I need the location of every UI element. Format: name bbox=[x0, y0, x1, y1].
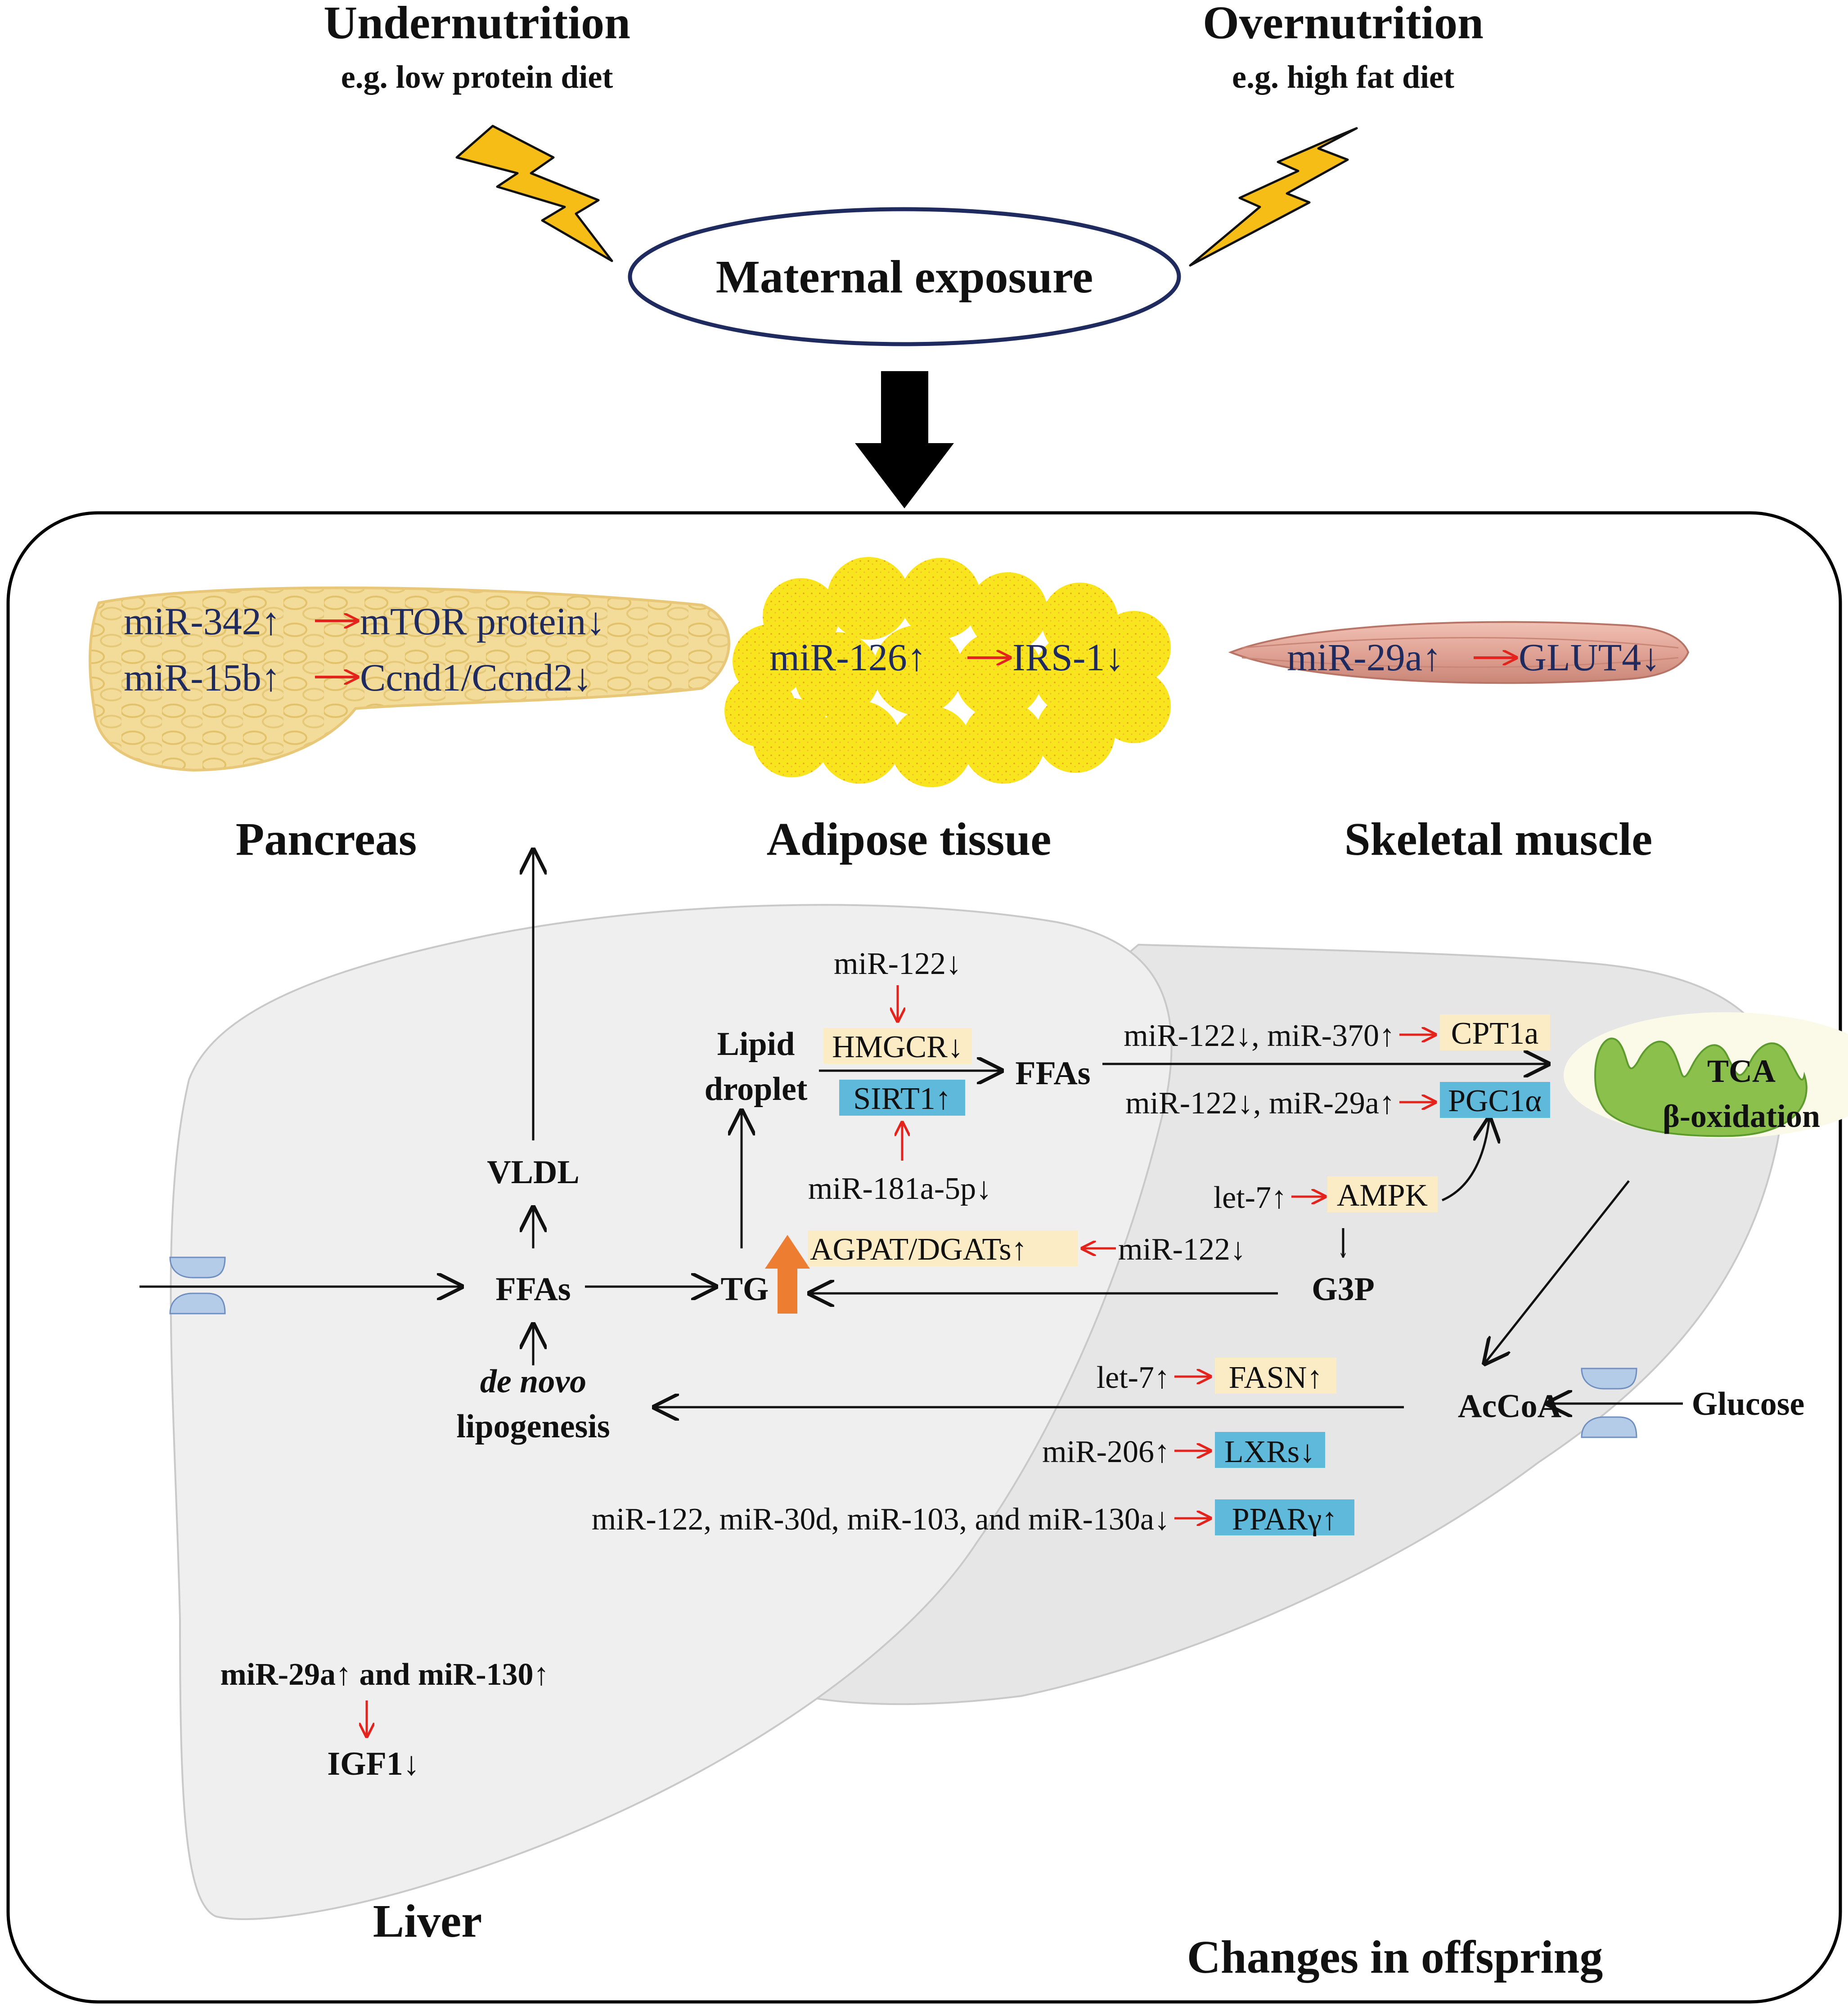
mitochondrion-icon bbox=[1564, 1012, 1848, 1138]
pancreas-mtor: mTOR protein↓ bbox=[360, 600, 605, 643]
beta-oxidation-label: β-oxidation bbox=[1663, 1098, 1820, 1134]
pancreas-mir342: miR-342↑ bbox=[124, 600, 281, 643]
offspring-changes-label: Changes in offspring bbox=[1187, 1931, 1603, 1983]
pgc1a-highlight bbox=[1440, 1082, 1550, 1118]
igf1-label: IGF1↓ bbox=[327, 1745, 420, 1782]
muscle-label: Skeletal muscle bbox=[1344, 813, 1653, 865]
arrow-mitochondrion-to-accoa bbox=[1485, 1180, 1630, 1363]
maternal-exposure-label: Maternal exposure bbox=[716, 251, 1093, 303]
ampk-label: AMPK bbox=[1337, 1178, 1428, 1213]
de-novo-label: de novo bbox=[480, 1363, 586, 1400]
lipogenesis-label: lipogenesis bbox=[456, 1408, 610, 1445]
g3p-label: G3P bbox=[1312, 1271, 1375, 1308]
membrane-channel-icon bbox=[1581, 1368, 1637, 1438]
mir122-hmgcr: miR-122↓ bbox=[834, 947, 962, 981]
cpt1a-highlight bbox=[1440, 1014, 1550, 1050]
accoa-label: AcCoA bbox=[1458, 1388, 1561, 1425]
fat-droplets-icon bbox=[724, 557, 1171, 787]
pancreas-mir15b: miR-15b↑ bbox=[124, 656, 281, 699]
lightning-bolt-icon bbox=[455, 125, 613, 262]
adipose-irs1: IRS-1↓ bbox=[1012, 636, 1124, 679]
agpat-label: AGPAT/DGATs↑ bbox=[810, 1232, 1027, 1267]
pancreas-ccnd: Ccnd1/Ccnd2↓ bbox=[360, 656, 592, 699]
lipid-droplet-label-1: Lipid bbox=[717, 1026, 795, 1063]
adipose-label: Adipose tissue bbox=[767, 813, 1052, 865]
pancreas-label: Pancreas bbox=[236, 813, 417, 865]
lightning-bolt-icon bbox=[1189, 127, 1358, 267]
fasn-highlight bbox=[1215, 1358, 1336, 1394]
sirt1-label: SIRT1↑ bbox=[853, 1081, 951, 1116]
ffas-left-label: FFAs bbox=[495, 1271, 571, 1308]
muscle-mir29a: miR-29a↑ bbox=[1287, 636, 1442, 679]
pgc1a-label: PGC1α bbox=[1448, 1084, 1542, 1118]
let7-fasn: let-7↑ bbox=[1097, 1360, 1170, 1395]
muscle-icon bbox=[1228, 621, 1690, 684]
tg-label: TG bbox=[721, 1271, 769, 1308]
cpt1a-mirs: miR-122↓, miR-370↑ bbox=[1124, 1018, 1395, 1053]
down-arrow-icon bbox=[855, 371, 954, 508]
mir181-label: miR-181a-5p↓ bbox=[808, 1171, 992, 1206]
tg-increase-arrow-icon bbox=[765, 1235, 810, 1314]
membrane-channel-icon bbox=[169, 1256, 226, 1315]
maternal-exposure-oval bbox=[628, 207, 1181, 346]
arrow-ampk-to-pgc1a bbox=[1442, 1118, 1489, 1202]
undernutrition-example: e.g. low protein diet bbox=[341, 59, 613, 95]
pparg-label: PPARγ↑ bbox=[1232, 1502, 1338, 1537]
igf-mirs: miR-29a↑ and miR-130↑ bbox=[220, 1657, 549, 1692]
overnutrition-title: Overnutrition bbox=[1203, 0, 1484, 49]
ffas-mid-label: FFAs bbox=[1015, 1055, 1090, 1092]
pparg-highlight bbox=[1215, 1499, 1354, 1535]
glucose-label: Glucose bbox=[1692, 1386, 1805, 1422]
pgc1a-mirs: miR-122↓, miR-29a↑ bbox=[1125, 1086, 1395, 1121]
muscle-glut4: GLUT4↓ bbox=[1519, 636, 1660, 679]
lipid-droplet-label-2: droplet bbox=[705, 1071, 808, 1108]
hmgcr-highlight bbox=[823, 1028, 972, 1064]
tca-label: TCA bbox=[1707, 1053, 1776, 1089]
lxrs-label: LXRs↓ bbox=[1224, 1435, 1315, 1469]
hmgcr-label: HMGCR↓ bbox=[832, 1030, 963, 1064]
fasn-label: FASN↑ bbox=[1229, 1360, 1323, 1395]
pancreas-icon bbox=[89, 586, 730, 772]
cpt1a-label: CPT1a bbox=[1451, 1016, 1538, 1051]
vldl-label: VLDL bbox=[487, 1154, 580, 1191]
undernutrition-title: Undernutrition bbox=[324, 0, 630, 49]
let7-ampk: let-7↑ bbox=[1214, 1180, 1287, 1215]
ampk-highlight bbox=[1327, 1176, 1438, 1212]
mir206-label: miR-206↑ bbox=[1042, 1435, 1170, 1469]
agpat-mir: miR-122↓ bbox=[1118, 1232, 1246, 1267]
overnutrition-example: e.g. high fat diet bbox=[1232, 59, 1454, 95]
pparg-mirs: miR-122, miR-30d, miR-103, and miR-130a↓ bbox=[592, 1502, 1170, 1537]
liver-label: Liver bbox=[373, 1895, 482, 1947]
adipose-mir126: miR-126↑ bbox=[769, 636, 926, 679]
agpat-highlight bbox=[808, 1230, 1078, 1266]
sirt1-highlight bbox=[839, 1080, 965, 1116]
lxrs-highlight bbox=[1215, 1432, 1325, 1468]
